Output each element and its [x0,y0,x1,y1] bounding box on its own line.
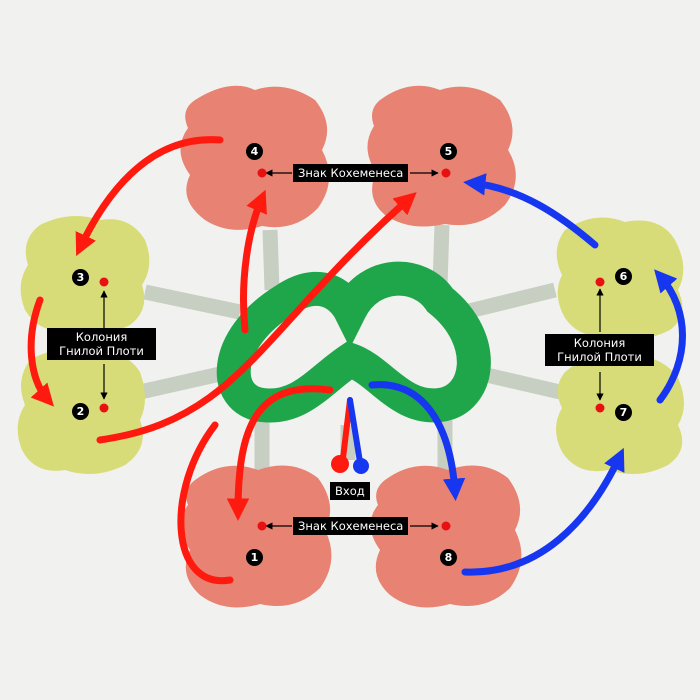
connection-arrows [100,169,604,530]
colony-label-right: Колония Гнилой Плоти [545,334,654,366]
entrance-marker [331,397,369,474]
room-number-8: 8 [440,549,457,566]
room-number-1: 1 [246,549,263,566]
red-route [27,136,417,585]
blue-route [368,173,686,576]
room-8 [370,465,522,608]
room-number-6: 6 [615,268,632,285]
room-number-2: 2 [72,403,89,420]
central-ring [216,261,491,423]
colony-label-left: Колония Гнилой Плоти [47,328,156,360]
room-1 [180,465,332,608]
sign-label-top: Знак Кохеменеса [293,164,409,182]
sign-label-bottom: Знак Кохеменеса [293,517,409,535]
corridors [138,224,562,480]
room-number-7: 7 [615,404,632,421]
room-number-5: 5 [440,143,457,160]
room-number-4: 4 [246,143,263,160]
entrance-label: Вход [330,482,370,500]
room-number-3: 3 [72,269,89,286]
room-markers [99,168,605,531]
